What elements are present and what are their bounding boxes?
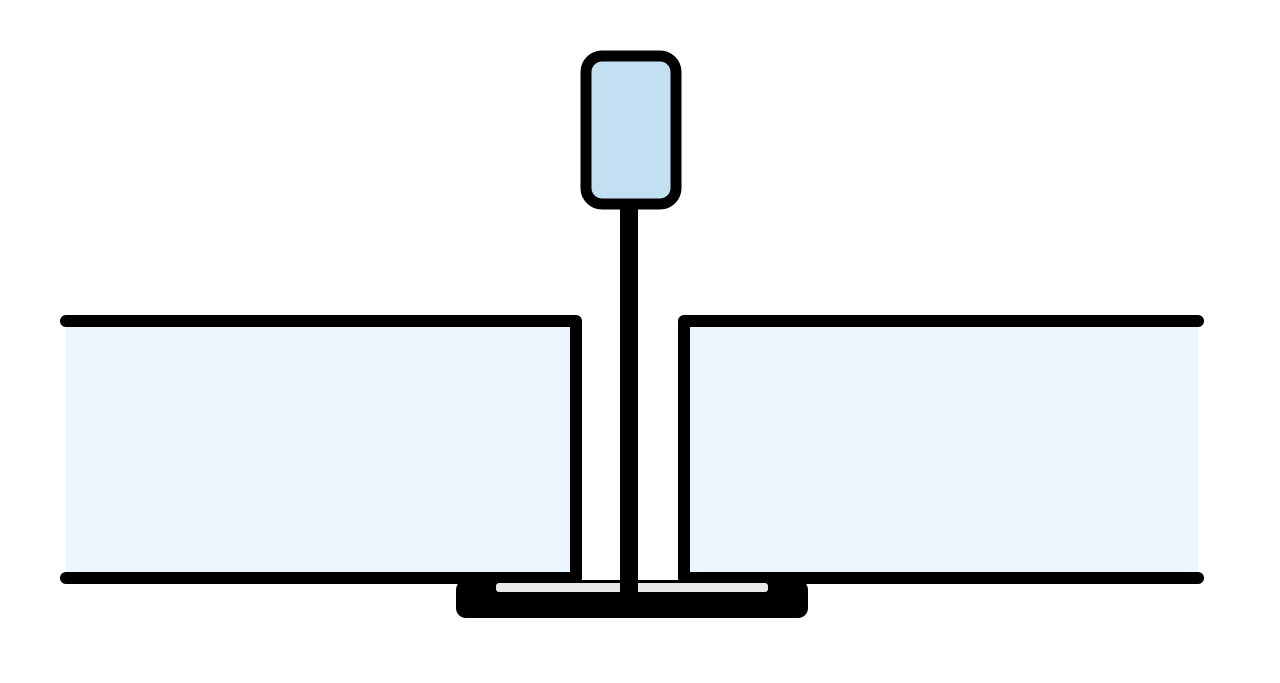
left-panel-outline [60,315,582,584]
right-panel-fill [684,322,1198,578]
right-panel [678,315,1204,584]
right-panel-outline [678,315,1204,584]
t-profile-web [620,196,638,596]
t-profile-bulb [580,50,682,210]
left-panel [60,315,582,584]
left-panel-fill [66,322,576,578]
